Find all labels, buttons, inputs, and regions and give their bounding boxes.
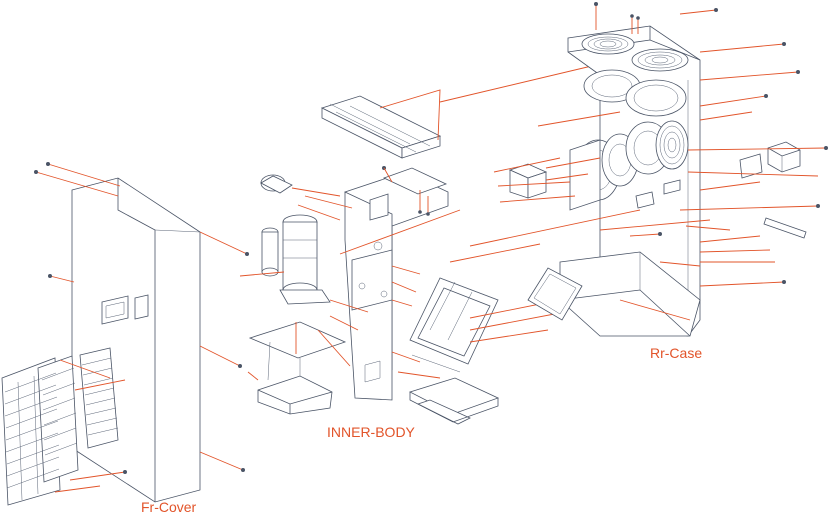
heater-element: [739, 153, 763, 179]
label-rr-case: Rr-Case: [650, 345, 702, 361]
top-bracket: [382, 167, 448, 195]
front-cover-panel: [71, 177, 201, 503]
front-louver-grille: [1, 355, 79, 506]
top-fan-1: [581, 33, 635, 55]
capacitor-box: [508, 163, 548, 199]
label-fr-cover: Fr-Cover: [141, 499, 197, 514]
upper-fan-shrouds: [583, 69, 687, 117]
cover-vent-grid: [79, 347, 119, 449]
compressor: [260, 174, 331, 305]
front-display-small: [134, 294, 149, 320]
top-fan-2: [631, 48, 689, 72]
rear-filter-panel: [527, 267, 583, 321]
control-board: [409, 277, 499, 373]
rr-case-assembly: [449, 2, 828, 337]
fr-cover-assembly: [1, 162, 249, 506]
compressor-base-tray: [248, 321, 347, 415]
terminal-block: [767, 141, 801, 173]
thermostat: [663, 179, 681, 195]
front-cover-edge: [117, 178, 156, 502]
inner-frame-plate: [344, 171, 449, 401]
rear-fan-guard: [655, 120, 689, 170]
sensor-clip: [635, 191, 655, 209]
front-display-window: [101, 295, 129, 325]
condenser-coil: [320, 95, 442, 159]
label-inner-body: INNER-BODY: [327, 424, 416, 440]
inner-body-assembly: [239, 63, 601, 425]
inner-bottom-bracket: [408, 377, 500, 425]
mounting-rail: [763, 217, 807, 239]
